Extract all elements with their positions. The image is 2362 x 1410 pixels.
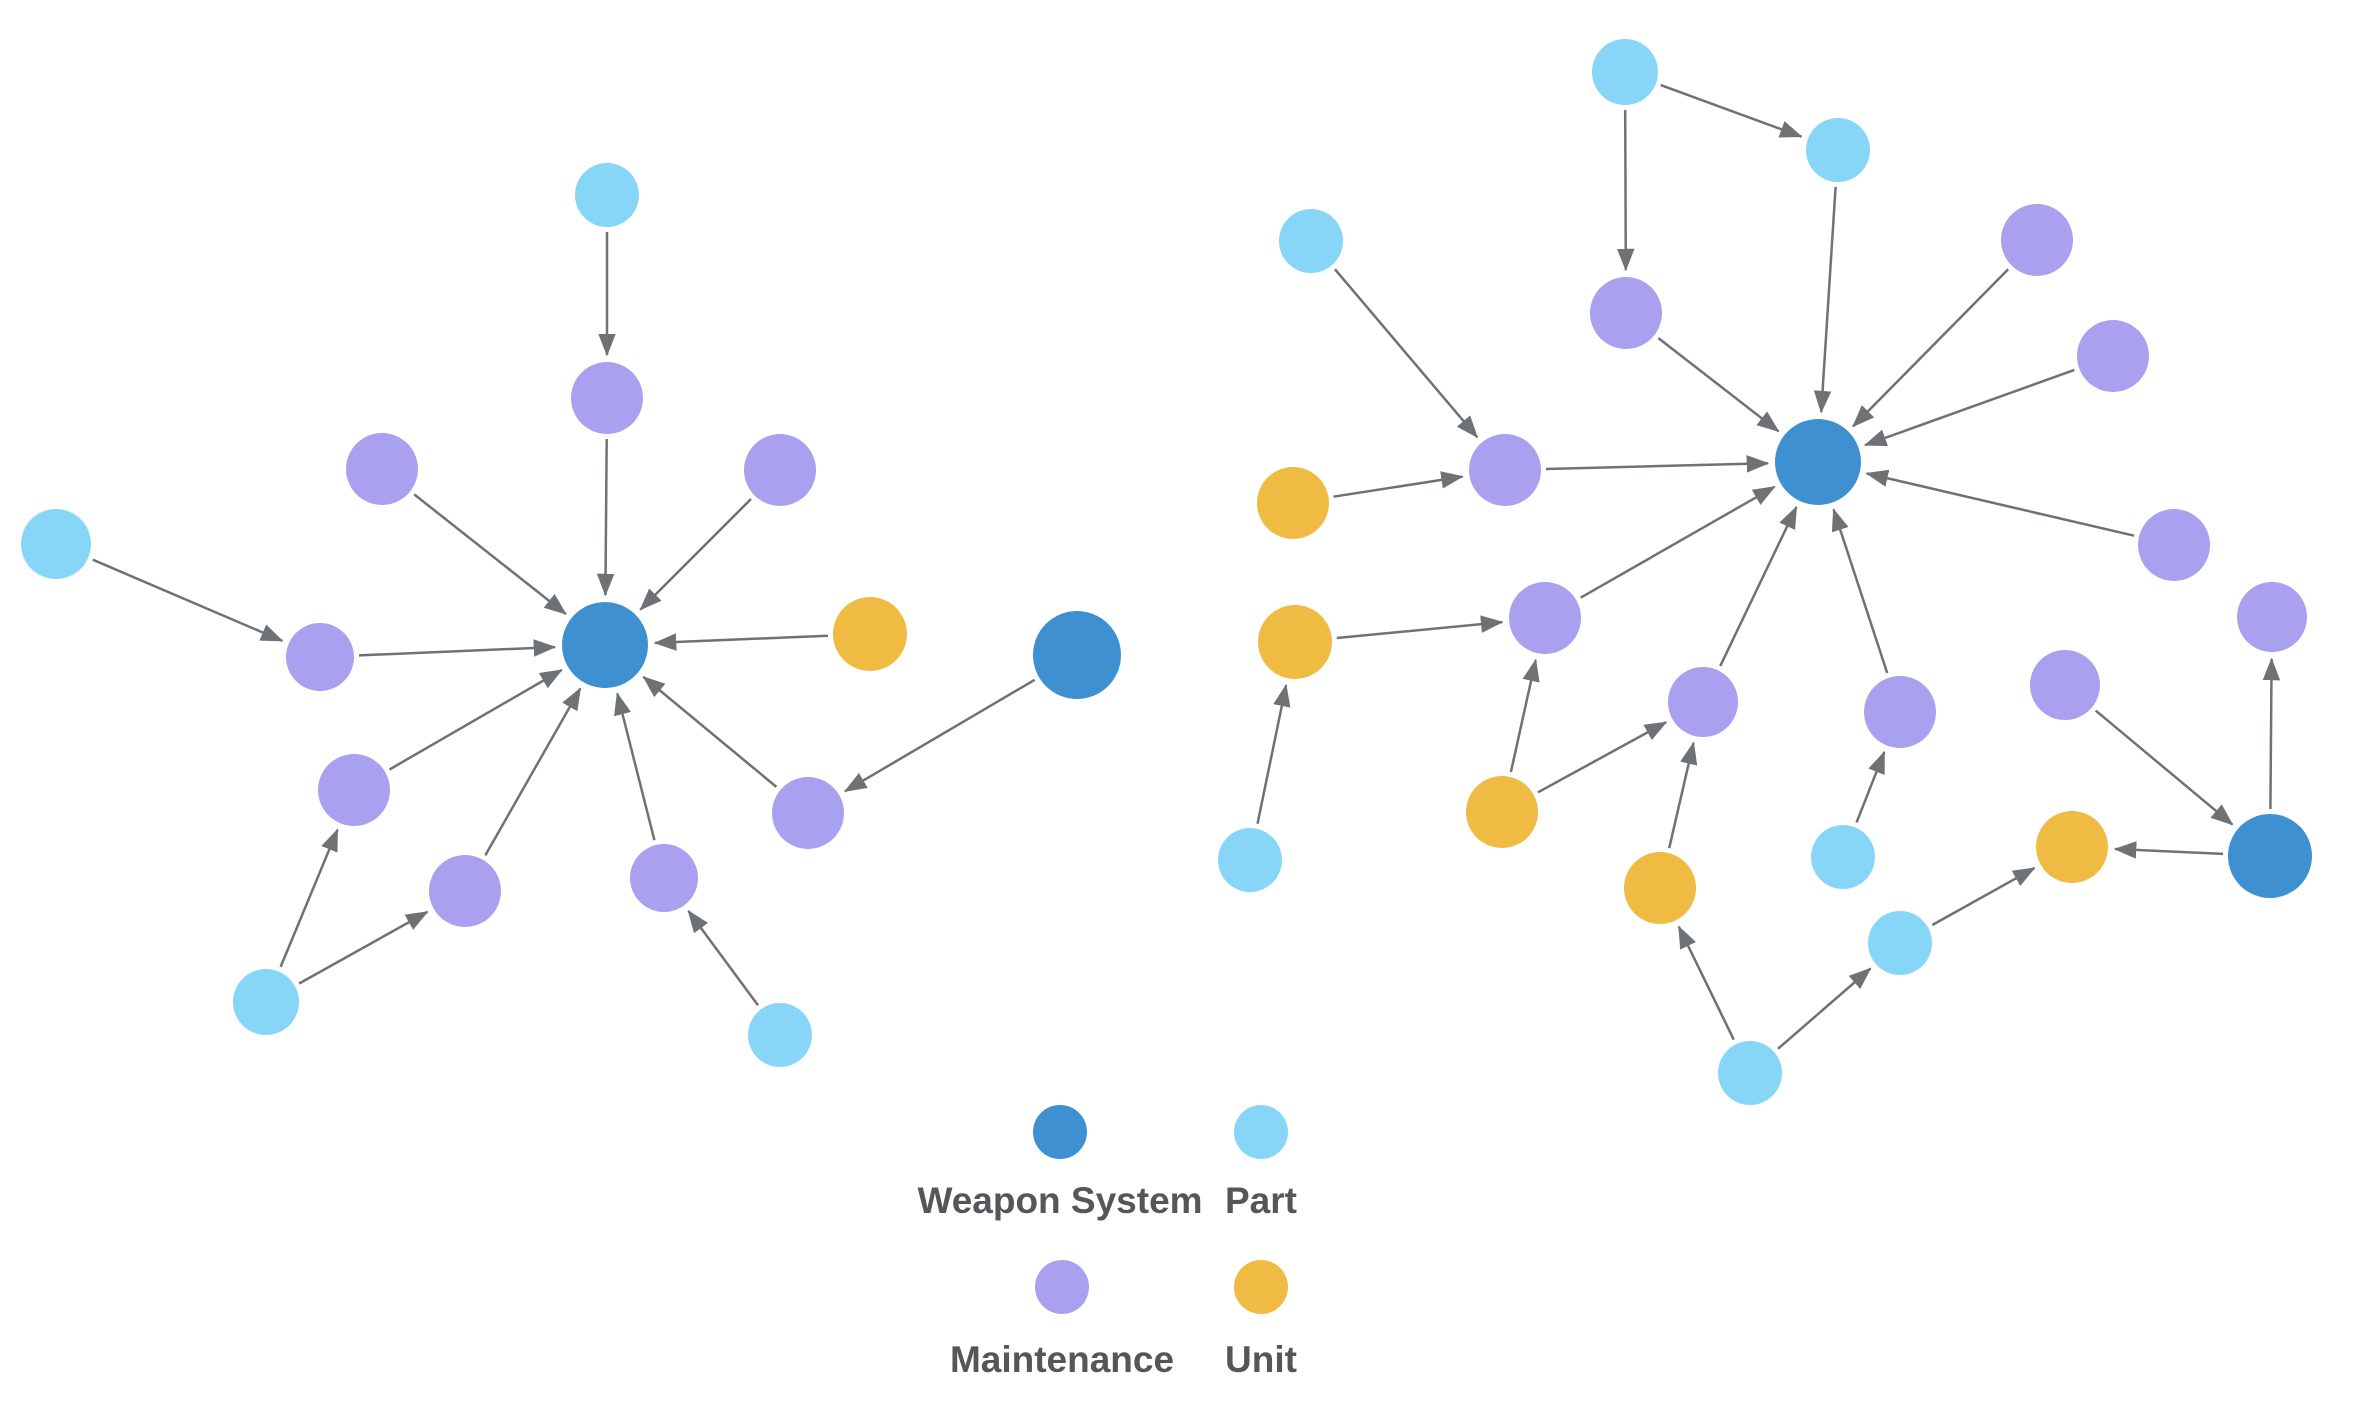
graph-node-part[interactable] (1279, 209, 1343, 273)
graph-node-maintenance[interactable] (286, 623, 354, 691)
edge-r23-r20 (1931, 866, 2036, 927)
edge-l11-l7 (642, 675, 778, 788)
graph-node-part[interactable] (1218, 828, 1282, 892)
legend-swatch-weapon-system (1033, 1105, 1087, 1159)
graph-node-unit[interactable] (1466, 776, 1538, 848)
legend-label-unit: Unit (1225, 1339, 1297, 1380)
graph-node-part[interactable] (1592, 39, 1658, 105)
edge-l9-l11 (844, 678, 1036, 793)
edge-l12-l7 (484, 687, 582, 857)
graph-node-part[interactable] (1868, 911, 1932, 975)
graph-node-maintenance[interactable] (318, 754, 390, 826)
edge-r7-r8 (1545, 455, 1770, 473)
edge-l2-l7 (596, 438, 615, 597)
graph-node-maintenance[interactable] (571, 362, 643, 434)
graph-node-unit[interactable] (1258, 605, 1332, 679)
legend-swatch-unit (1234, 1260, 1288, 1314)
edge-r1-r4 (1616, 109, 1635, 272)
graph-node-unit[interactable] (2036, 811, 2108, 883)
edge-r11-r12 (1336, 615, 1504, 640)
graph-node-part[interactable] (233, 969, 299, 1035)
graph-node-maintenance[interactable] (2138, 509, 2210, 581)
legend-label-weapon-system: Weapon System (917, 1180, 1202, 1221)
graph-node-maintenance[interactable] (1509, 582, 1581, 654)
edge-r22-r14 (1667, 741, 1698, 849)
edge-r14-r8 (1719, 505, 1798, 667)
edge-r6-r8 (1863, 368, 2075, 447)
legend-swatch-maintenance (1035, 1260, 1089, 1314)
graph-node-weapon-system[interactable] (1033, 611, 1121, 699)
edge-r12-r8 (1579, 485, 1776, 599)
graph-node-maintenance[interactable] (2030, 650, 2100, 720)
graph-node-part[interactable] (1806, 118, 1870, 182)
edge-l3-l7 (413, 493, 567, 615)
edge-r10-r8 (1865, 469, 2135, 537)
edge-r24-r23 (1777, 967, 1872, 1050)
graph-node-maintenance[interactable] (2237, 582, 2307, 652)
edge-l4-l7 (639, 498, 752, 611)
edge-l6-l7 (358, 639, 557, 657)
edge-l14-l12 (298, 910, 429, 985)
legend-label-maintenance: Maintenance (950, 1339, 1174, 1380)
graph-node-part[interactable] (575, 163, 639, 227)
edge-r9-r7 (1333, 471, 1464, 498)
edge-layer (92, 83, 2281, 1050)
edge-r4-r8 (1657, 337, 1780, 433)
graph-node-maintenance[interactable] (772, 777, 844, 849)
graph-node-maintenance[interactable] (744, 434, 816, 506)
graph-node-weapon-system[interactable] (1775, 419, 1861, 505)
edge-r17-r11 (1256, 683, 1291, 825)
graph-node-part[interactable] (1811, 825, 1875, 889)
graph-node-weapon-system[interactable] (562, 602, 648, 688)
graph-node-maintenance[interactable] (1864, 676, 1936, 748)
edge-l10-l7 (388, 668, 563, 771)
edge-r18-r12 (1509, 658, 1540, 773)
legend: Weapon System Part Maintenance Unit (917, 1105, 1297, 1380)
graph-node-maintenance[interactable] (429, 855, 501, 927)
graph-node-maintenance[interactable] (1668, 667, 1738, 737)
edge-l13-l7 (614, 692, 656, 841)
edge-r3-r7 (1333, 268, 1479, 439)
edge-r1-r2 (1660, 83, 1803, 138)
edge-l15-l13 (687, 909, 760, 1006)
edge-l8-l7 (653, 633, 829, 651)
graph-node-part[interactable] (21, 509, 91, 579)
graph-node-unit[interactable] (833, 597, 907, 671)
graph-node-unit[interactable] (1257, 467, 1329, 539)
graph-node-maintenance[interactable] (2077, 320, 2149, 392)
edge-r18-r14 (1537, 721, 1668, 794)
graph-node-maintenance[interactable] (1590, 277, 1662, 349)
graph-node-weapon-system[interactable] (2228, 814, 2312, 898)
graph-node-part[interactable] (1718, 1041, 1782, 1105)
legend-swatch-part (1234, 1105, 1288, 1159)
graph-node-maintenance[interactable] (1469, 434, 1541, 506)
edge-r21-r13 (2262, 657, 2281, 810)
edge-r5-r8 (1852, 268, 2010, 428)
edge-r21-r20 (2113, 841, 2224, 859)
graph-node-part[interactable] (748, 1003, 812, 1067)
graph-node-maintenance[interactable] (630, 844, 698, 912)
edge-r19-r15 (1855, 750, 1886, 824)
edge-r24-r22 (1677, 925, 1735, 1041)
graph-node-unit[interactable] (1624, 852, 1696, 924)
edge-l5-l6 (92, 558, 284, 643)
edge-r16-r21 (2094, 709, 2234, 826)
graph-node-maintenance[interactable] (2001, 204, 2073, 276)
edge-r15-r8 (1831, 508, 1889, 674)
edge-r2-r8 (1813, 186, 1837, 414)
edge-l14-l10 (279, 828, 339, 968)
node-layer (21, 39, 2312, 1105)
graph-node-maintenance[interactable] (346, 433, 418, 505)
legend-label-part: Part (1225, 1180, 1297, 1221)
